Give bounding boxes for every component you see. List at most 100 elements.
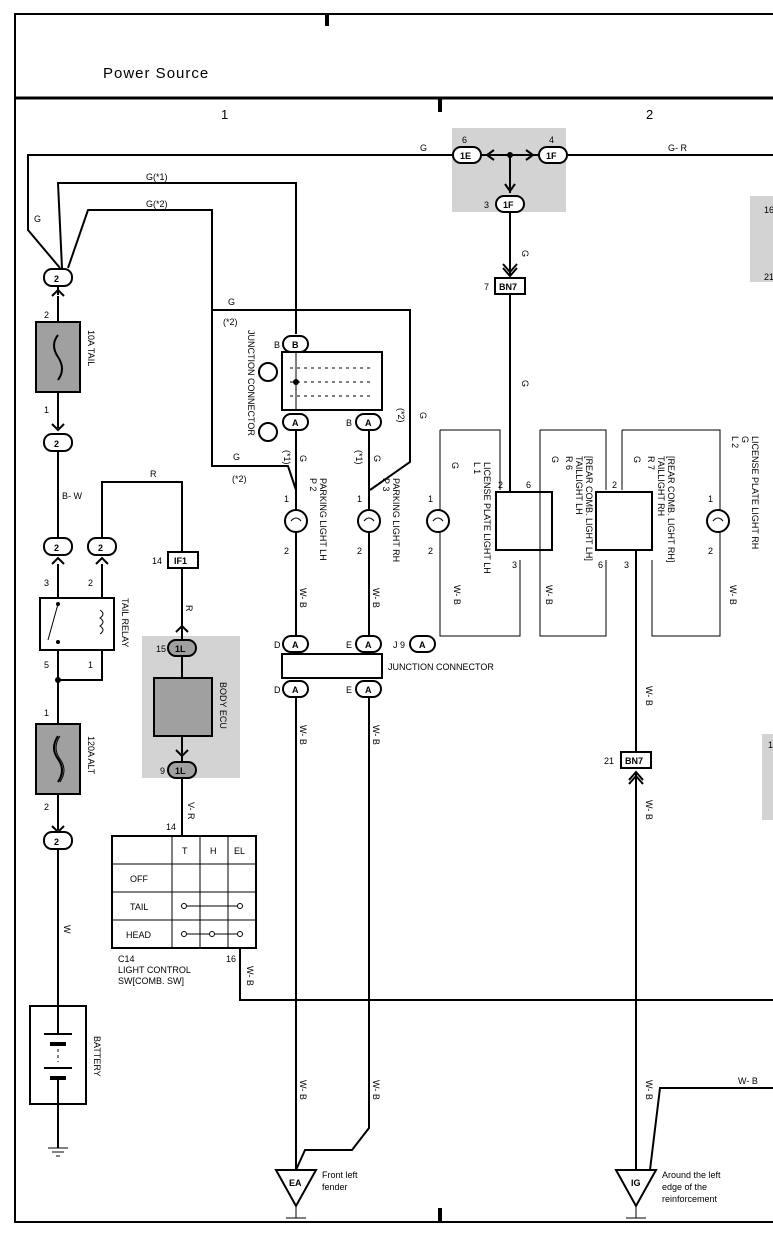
connector-IF1-label: IF1: [174, 556, 187, 566]
conn-2-d: 2: [98, 543, 103, 553]
wire-label-wb-ea-4: W- B: [371, 1080, 381, 1100]
pin-2-l2: 2: [708, 546, 713, 556]
wire-label-g-bn7: G: [520, 250, 530, 257]
conn-2-b: 2: [54, 439, 59, 449]
switch-row-head: HEAD: [126, 930, 152, 940]
wire-label-wb-c14: W- B: [245, 966, 255, 986]
fuse-120a-alt-label: 120A ALT: [86, 736, 96, 775]
pin-1-p3: 1: [357, 494, 362, 504]
wire-label-g-l1: G: [450, 462, 460, 469]
ig-location-1: Around the left: [662, 1170, 721, 1180]
wire-label-star2-b: (*2): [232, 474, 247, 484]
wire-label-wb-bn7: W- B: [644, 686, 654, 706]
ig-location-3: reinforcement: [662, 1194, 718, 1204]
ground-ig-label: IG: [631, 1178, 641, 1188]
wire-label-g-r6: G: [550, 456, 560, 463]
license-light-lh: [426, 509, 450, 533]
pin-b-lower2: B: [346, 418, 352, 428]
wire-g-star1: [56, 182, 297, 334]
pin-2-l1: 2: [428, 546, 433, 556]
wire-label-g-bn7-down: G: [520, 380, 530, 387]
parking-lights: 1 2 1 2 P 2 PARKING LIGHT LH P 3 PARKING…: [284, 478, 401, 636]
wire-label-bw: B- W: [62, 491, 83, 501]
connector-1E-1F: 1E 6 1F 4 1F 3: [452, 135, 568, 213]
connector-1L-label-a: 1L: [175, 644, 186, 654]
top-g-wire: G G- R G: [27, 143, 773, 269]
pin-1-p2: 1: [284, 494, 289, 504]
ground-ig-group: W- B BN7 21 W- B W- B W- B IG Around the…: [604, 550, 773, 1223]
ea-location-1: Front left: [322, 1170, 358, 1180]
connector-1E-label: 1E: [460, 151, 471, 161]
body-ecu-group: IF1 14 R 1L 15 BODY ECU 1L 9 V- R 14: [152, 551, 228, 836]
j9-a-3: A: [419, 640, 426, 650]
pin-3-r6: 3: [512, 560, 517, 570]
wire-label-g-left: G: [34, 214, 41, 224]
conn-a-1: A: [292, 418, 299, 428]
pin-9-1L: 9: [160, 766, 165, 776]
wire-label-g-r7: G: [632, 456, 642, 463]
wire-label-wb-ea-3: W- B: [298, 1080, 308, 1100]
pin-16-c14: 16: [226, 954, 236, 964]
column-2-label: 2: [646, 107, 653, 122]
junction-connector-j: B B A A B JUNCTION CONNECTOR G G (*1) (*…: [246, 330, 428, 490]
tail-relay: [39, 597, 115, 651]
j9-a-4: A: [292, 685, 299, 695]
connector-1L-label-b: 1L: [175, 766, 186, 776]
wire-label-wb-p3: W- B: [371, 588, 381, 608]
j9-label: J 9: [393, 640, 405, 650]
l2-id: L 2: [730, 436, 740, 448]
wire-label-g-star1: G(*1): [146, 172, 168, 182]
pin-2-alt: 2: [44, 802, 49, 812]
pin-6-r6: 6: [526, 480, 531, 490]
shade-right-mid: [762, 734, 773, 820]
wire-label-wb-ig-2: W- B: [644, 1080, 654, 1100]
pin-7-BN7: 7: [484, 282, 489, 292]
wire-label-wb-ea-2: W- B: [371, 725, 381, 745]
arrow-bn7-b: [502, 267, 518, 278]
l1-id: L 1: [472, 462, 482, 474]
j9-a-1: A: [292, 640, 299, 650]
r7-id: R 7: [646, 456, 656, 470]
wire-label-wb-ea-1: W- B: [298, 725, 308, 745]
pin-1-relay: 1: [88, 660, 93, 670]
connector-1F-label-a: 1F: [546, 151, 557, 161]
pin-3-1F: 3: [484, 200, 489, 210]
connector-BN7-bottom-label: BN7: [625, 756, 643, 766]
pin-1-l1: 1: [428, 494, 433, 504]
conn-2-c: 2: [54, 543, 59, 553]
taillight-rh-box: [595, 491, 653, 551]
conn-2-e: 2: [54, 837, 59, 847]
connector-BN7-top-label: BN7: [499, 282, 517, 292]
wire-label-star1-p2: (*1): [282, 450, 292, 465]
c14-sub: SW[COMB. SW]: [118, 976, 184, 986]
p3-id: P 3: [381, 478, 391, 491]
wire-label-g-star2: G(*2): [146, 199, 168, 209]
light-control-switch-table: T H EL OFF TAIL HEAD C14 LIGHT CONTROL S…: [111, 835, 773, 1001]
p2-name: PARKING LIGHT LH: [318, 478, 328, 561]
pin-6-1E: 6: [462, 135, 467, 145]
pin-15-1L: 15: [156, 644, 166, 654]
page-title: Power Source: [103, 65, 209, 82]
j9-pin-d-top: D: [274, 640, 281, 650]
wire-label-g-top: G: [420, 143, 427, 153]
pin-b-label: B: [274, 340, 280, 350]
pin-2-relay: 2: [88, 578, 93, 588]
switch-header-el: EL: [234, 846, 245, 856]
conn-b: B: [292, 340, 299, 350]
wire-label-star1-p3: (*1): [354, 450, 364, 465]
wire-label-r-ecu: R: [184, 605, 194, 612]
pin-21-right: 21: [764, 272, 773, 282]
p3-name: PARKING LIGHT RH: [391, 478, 401, 562]
l2-name: LICENSE PLATE LIGHT RH: [750, 436, 760, 549]
wire-label-wb-r6: W- B: [544, 585, 554, 605]
wire-label-gr: G- R: [668, 143, 687, 153]
junction-connector-vert-label: JUNCTION CONNECTOR: [246, 330, 256, 436]
shade-right-top: [750, 196, 773, 282]
r6-name: TAILLIGHT LH: [574, 456, 584, 515]
wire-label-wb-ig-1: W- B: [644, 800, 654, 820]
pin-2-fuse: 2: [44, 310, 49, 320]
arrow-bn7-a: [502, 263, 518, 274]
ig-location-2: edge of the: [662, 1182, 707, 1192]
rear-lights: G L 1 LICENSE PLATE LIGHT LH 1 2 W- B 2 …: [426, 429, 760, 637]
